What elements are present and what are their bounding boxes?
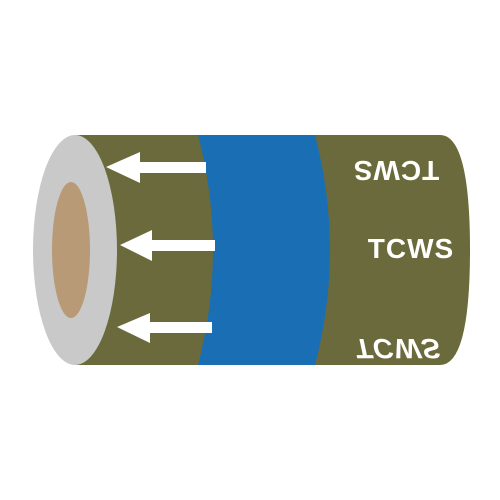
- roll-core: [52, 182, 90, 318]
- left-arrow-icon: [117, 313, 212, 343]
- color-band: [198, 135, 330, 365]
- legend-text-mirrored: TCWS: [352, 333, 445, 365]
- left-arrow-icon: [106, 152, 206, 183]
- legend-text: TCWS: [368, 233, 454, 264]
- marker-band-right: [315, 135, 470, 365]
- legend-text-rotated: TCWS: [353, 155, 439, 186]
- left-arrow-icon: [120, 230, 215, 261]
